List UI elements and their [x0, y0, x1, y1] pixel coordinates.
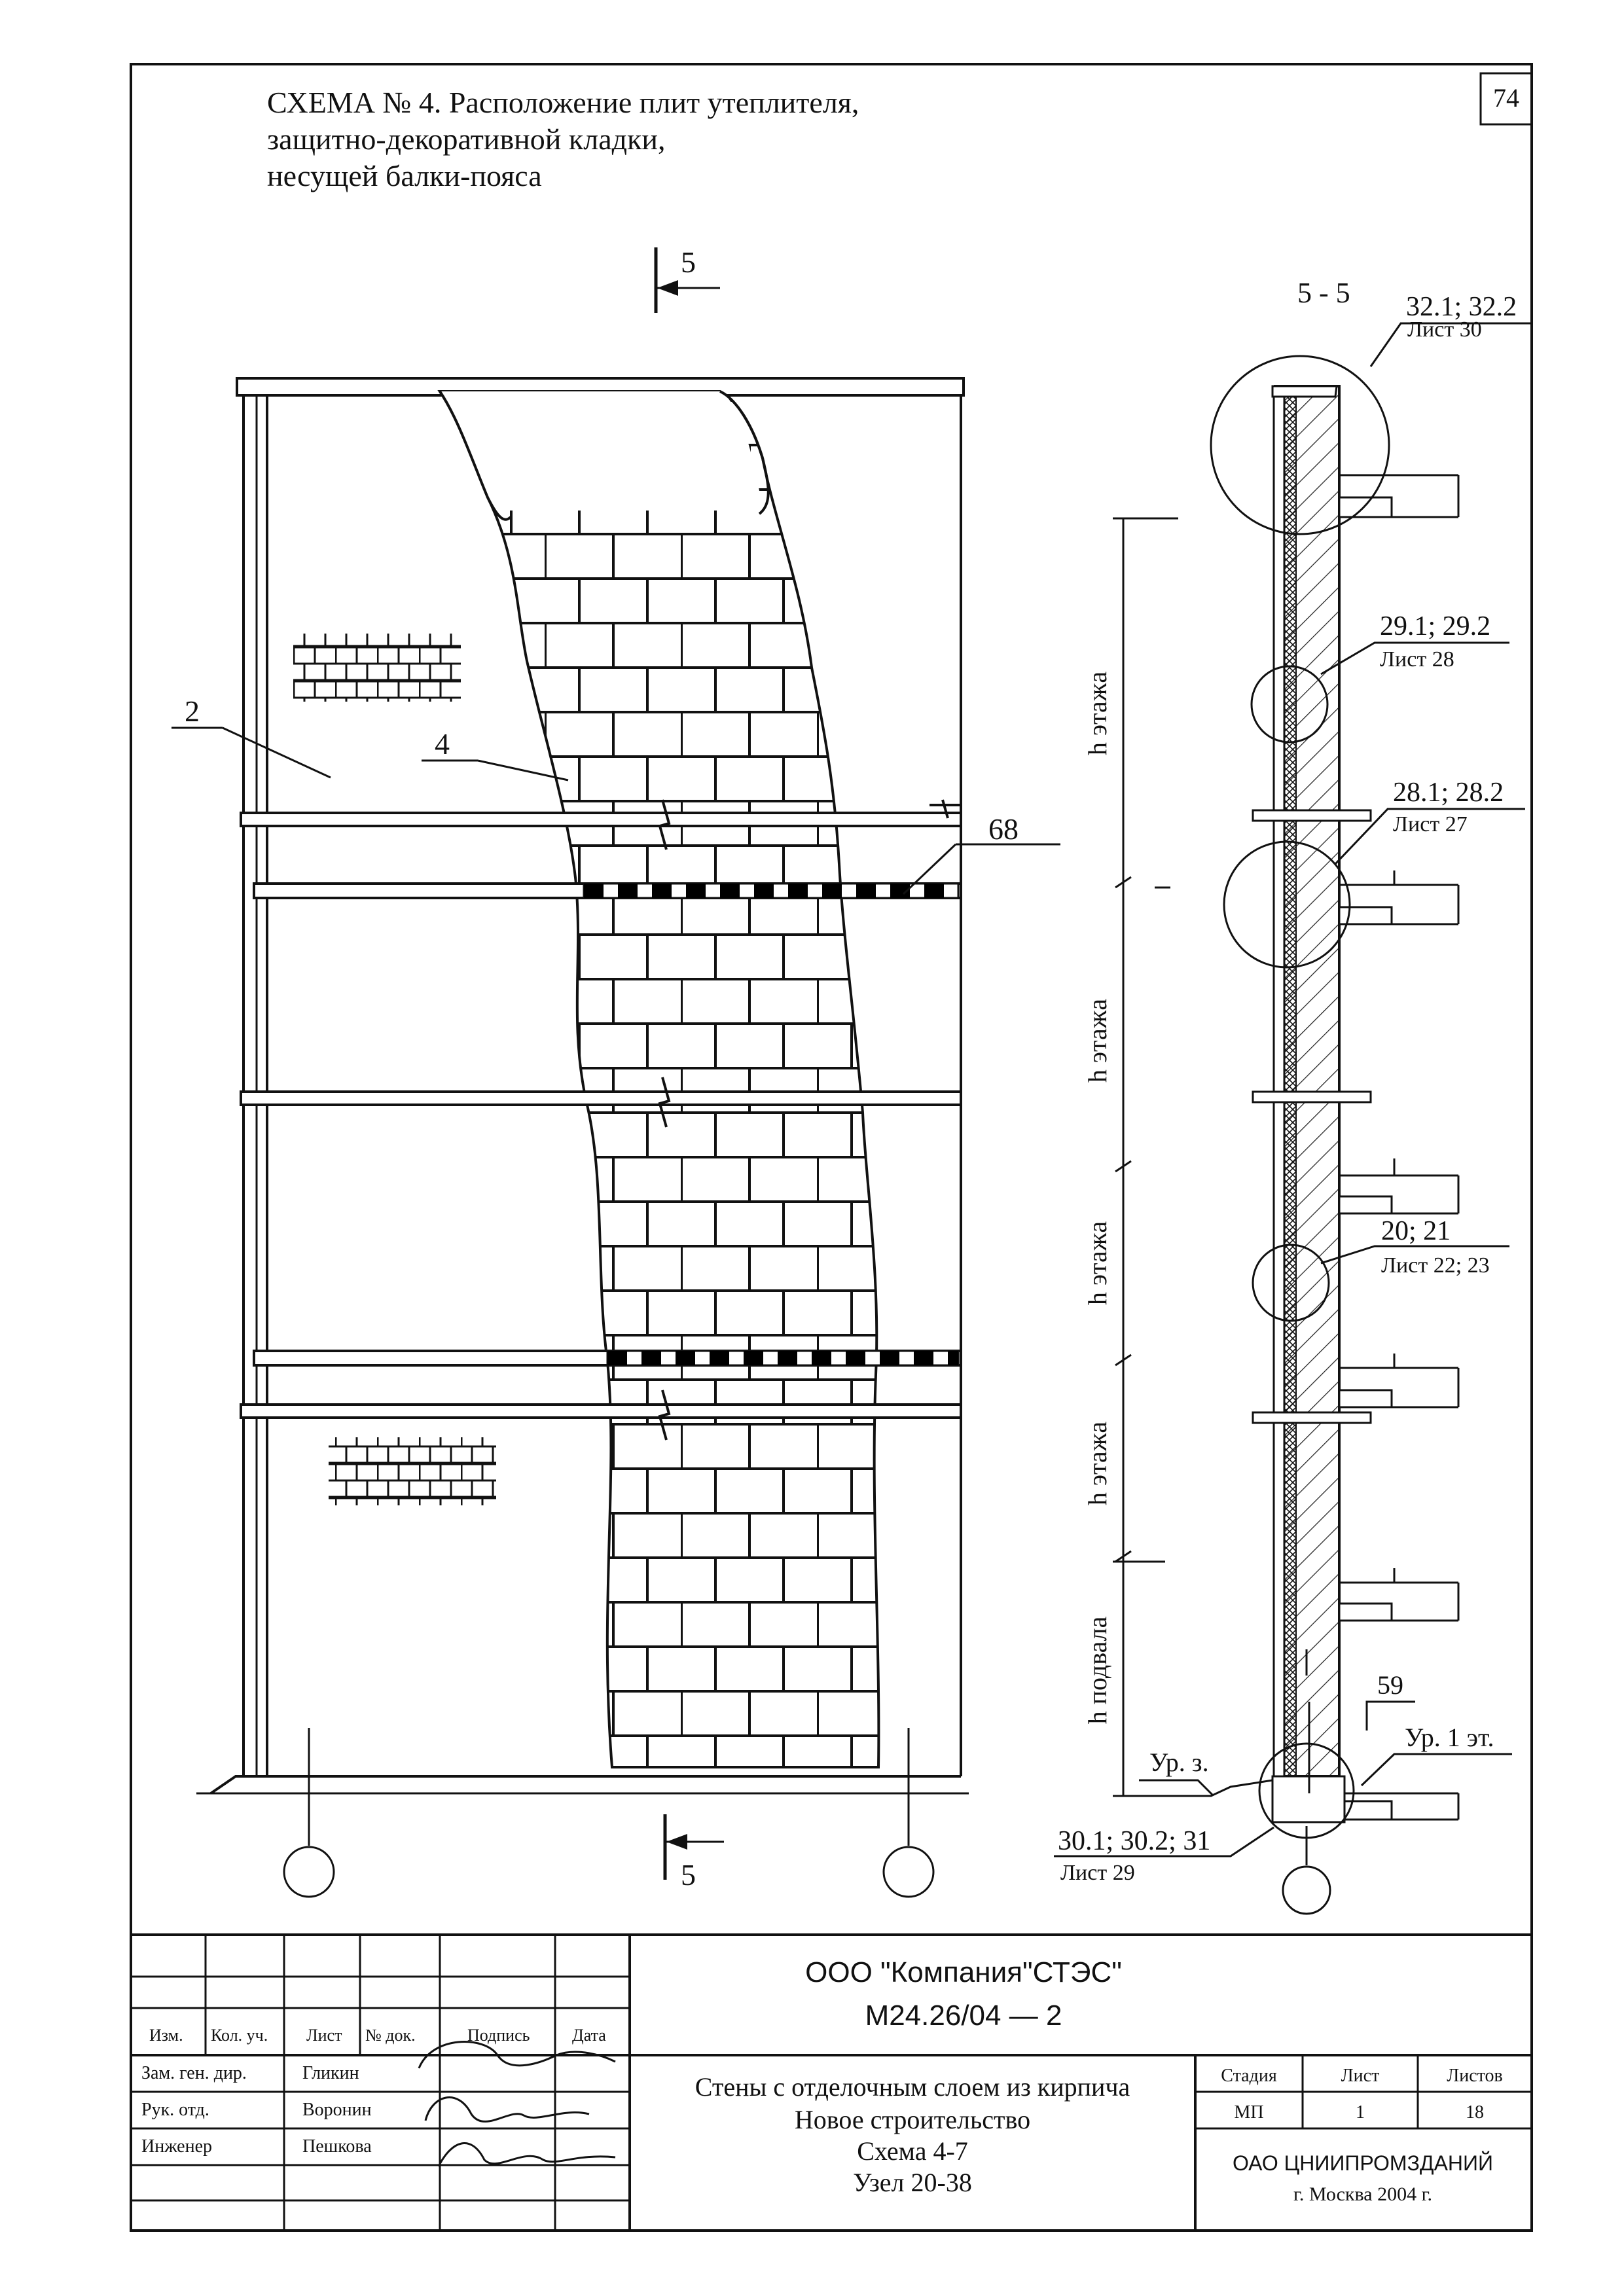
drawing-description-4: Узел 20-38 [853, 2168, 972, 2197]
node-ref-28-sheet: Лист 27 [1393, 812, 1468, 836]
axis-bubble-right [882, 1846, 935, 1898]
brick-cladding-area [437, 390, 880, 1768]
sheet-value: 1 [1356, 2102, 1365, 2123]
staff-name-2: Воронин [302, 2100, 372, 2120]
node-ref-20-nodes: 20; 21 [1381, 1216, 1451, 1246]
node-circle-30 [1258, 1742, 1355, 1839]
node-ref-30-nodes: 30.1; 30.2; 31 [1058, 1826, 1210, 1856]
stage-header: Стадия [1221, 2066, 1277, 2086]
beam-belt-upper [583, 882, 960, 899]
beam-belt-lower [606, 1350, 960, 1367]
dim-storey-3: h этажа [1083, 1221, 1112, 1306]
drawing-description-3: Схема 4-7 [857, 2136, 968, 2166]
title-block-text: ООО "Компания"СТЭС" М24.26/04 — 2 Изм. К… [141, 1956, 1503, 2205]
organization-city-year: г. Москва 2004 г. [1293, 2183, 1432, 2205]
document-code: М24.26/04 — 2 [865, 2000, 1062, 2032]
node-ref-28-nodes: 28.1; 28.2 [1393, 778, 1504, 808]
section-cut-marker-bottom: 5 [663, 1814, 724, 1892]
sheets-value: 18 [1466, 2102, 1484, 2123]
label-position-4: 4 [435, 727, 450, 761]
drawing-description-2: Новое строительство [795, 2105, 1030, 2134]
staff-role-3: Инженер [141, 2136, 212, 2157]
title-line-1: СХЕМА № 4. Расположение плит утеплителя, [267, 86, 859, 119]
node-ref-29-nodes: 29.1; 29.2 [1380, 611, 1490, 641]
axis-bubble-section [1282, 1865, 1331, 1915]
dim-storey-4: h этажа [1083, 1422, 1112, 1506]
label-first-floor-level: Ур. 1 эт. [1405, 1723, 1494, 1752]
staff-role-1: Зам. ген. дир. [141, 2063, 247, 2083]
col-header-count: Кол. уч. [211, 2026, 268, 2045]
signature-1 [418, 2041, 616, 2069]
title-line-3: несущей балки-пояса [267, 159, 542, 192]
node-ref-20-sheet: Лист 22; 23 [1381, 1253, 1490, 1278]
node-circle-20 [1252, 1244, 1330, 1322]
section-cut-marker-top: 5 [654, 245, 720, 313]
staff-name-1: Гликин [302, 2063, 359, 2083]
sheets-header: Листов [1447, 2066, 1503, 2086]
signature-2 [424, 2096, 590, 2123]
label-position-2: 2 [185, 694, 200, 728]
drawing-description-1: Стены с отделочным слоем из кирпича [695, 2072, 1130, 2102]
node-ref-32-sheet: Лист 30 [1407, 317, 1482, 342]
node-circle-28 [1223, 840, 1351, 969]
section-cut-label-top: 5 [681, 245, 696, 279]
brick-patch-lower [329, 1437, 496, 1505]
node-circle-32 [1210, 355, 1390, 535]
brick-patch-upper [293, 634, 461, 702]
sheet-number: 74 [1493, 83, 1519, 113]
node-ref-30-sheet: Лист 29 [1060, 1861, 1135, 1885]
dim-storey-2: h этажа [1083, 999, 1112, 1083]
col-header-signature: Подпись [467, 2026, 530, 2045]
label-position-68: 68 [988, 812, 1019, 846]
title-block [131, 1933, 1532, 2231]
section-cut-label-bottom: 5 [681, 1858, 696, 1892]
company-name: ООО "Компания"СТЭС" [805, 1956, 1122, 1988]
node-ref-32-nodes: 32.1; 32.2 [1406, 292, 1517, 322]
section-5-5: 5 - 5 [1054, 277, 1532, 1915]
sheet-frame [130, 63, 1533, 2232]
section-title: 5 - 5 [1297, 277, 1350, 309]
wall-elevation: 2 4 68 5 5 [171, 245, 1060, 1898]
dim-basement: h подвала [1083, 1616, 1112, 1724]
col-header-sheet: Лист [306, 2026, 342, 2045]
signature-3 [437, 2142, 616, 2167]
node-circle-29 [1250, 665, 1329, 744]
col-header-change: Изм. [149, 2026, 183, 2045]
col-header-date: Дата [572, 2026, 606, 2045]
label-ground-level: Ур. з. [1149, 1748, 1209, 1777]
sheet-header: Лист [1341, 2066, 1380, 2086]
dim-storey-1: h этажа [1083, 672, 1112, 756]
sheet-number-box [1479, 72, 1533, 126]
organization-name: ОАО ЦНИИПРОМЗДАНИЙ [1233, 2151, 1493, 2175]
title-line-2: защитно-декоративной кладки, [267, 122, 666, 156]
axis-bubble-left [283, 1846, 335, 1898]
stage-value: МП [1234, 2102, 1263, 2123]
staff-name-3: Пешкова [302, 2136, 372, 2157]
label-position-59: 59 [1377, 1670, 1403, 1700]
col-header-docno: № док. [365, 2026, 416, 2045]
staff-role-2: Рук. отд. [141, 2100, 209, 2120]
node-ref-29-sheet: Лист 28 [1380, 647, 1454, 672]
